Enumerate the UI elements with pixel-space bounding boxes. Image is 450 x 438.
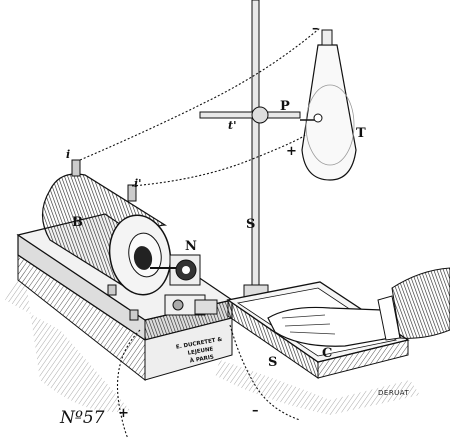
retort-stand — [199, 0, 301, 301]
ground-shadow — [5, 240, 420, 415]
label-clamp: P — [280, 99, 290, 114]
engraver-signature: DERUAT — [378, 389, 410, 397]
label-terminal-i-prime: i' — [134, 177, 142, 190]
label-minus-bottom: – — [252, 403, 259, 418]
label-rod-lower: S — [268, 355, 278, 370]
label-arm: t' — [228, 119, 237, 132]
hand — [267, 267, 450, 347]
label-terminal-i: i — [66, 148, 71, 161]
label-coil: B — [72, 215, 83, 230]
label-screen: C — [322, 346, 333, 361]
label-plus-tube: + — [286, 144, 297, 159]
induction-coil — [41, 173, 172, 296]
label-tube: T — [356, 126, 366, 141]
crookes-tube — [300, 29, 357, 181]
terminals — [71, 159, 139, 321]
catalog-number: Nº57 — [60, 408, 105, 428]
interrupter — [150, 254, 218, 316]
label-rod: S — [246, 217, 256, 232]
label-contact-n: N — [185, 239, 197, 254]
label-plus-bottom: + — [118, 406, 129, 421]
wires — [79, 27, 321, 438]
label-minus-tube: – — [312, 21, 319, 36]
